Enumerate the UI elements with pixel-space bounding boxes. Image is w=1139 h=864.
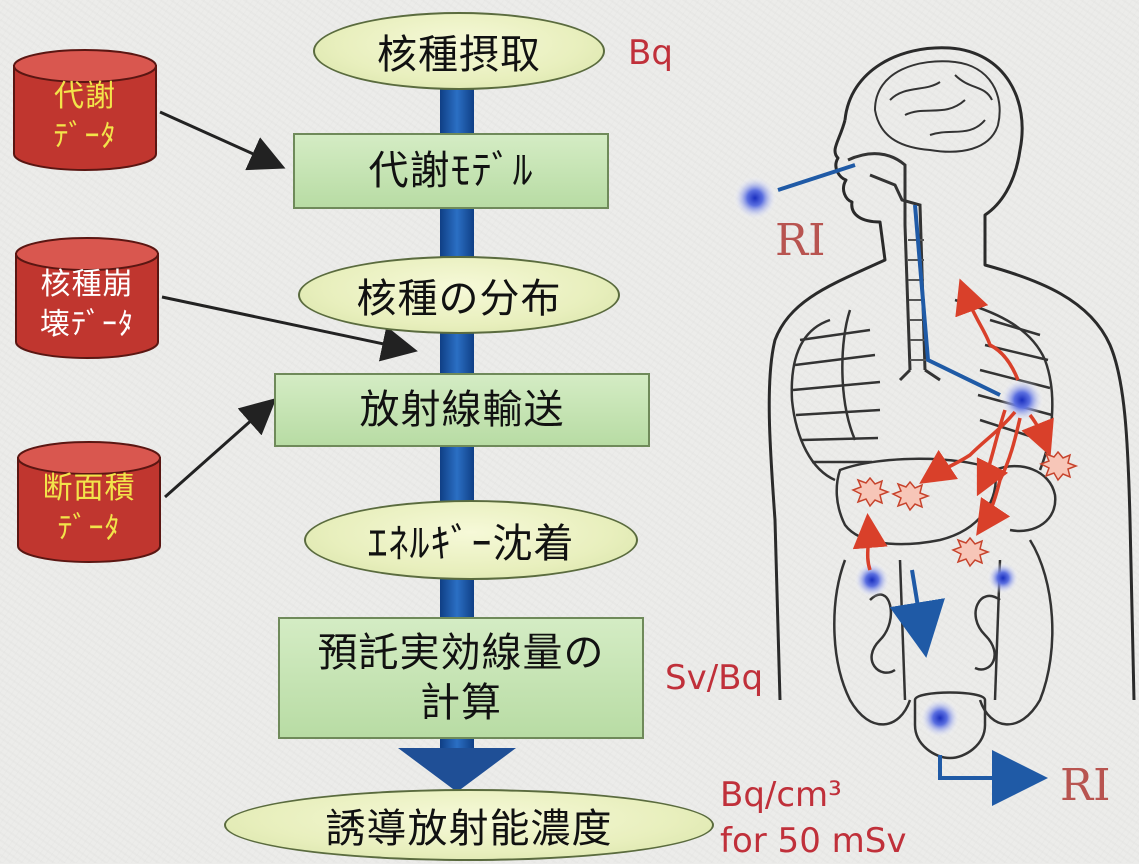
ri-excretion-label: RI bbox=[1060, 760, 1111, 811]
ri-intake-label: RI bbox=[775, 215, 826, 266]
